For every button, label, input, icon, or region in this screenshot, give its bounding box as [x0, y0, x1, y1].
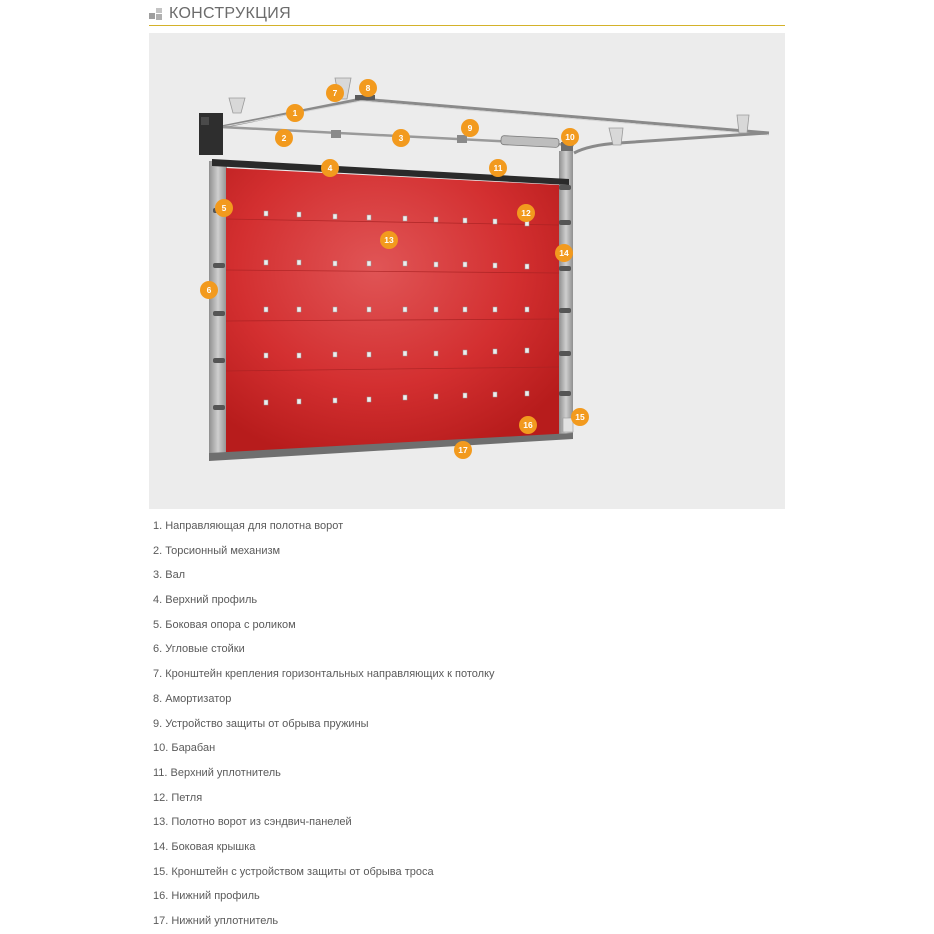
marker-13-label: 13 [384, 235, 394, 245]
marker-1-label: 1 [293, 108, 298, 118]
marker-4: 4 [321, 159, 339, 177]
legend-item: 14. Боковая крышка [153, 835, 773, 860]
grid-blocks-icon [149, 8, 163, 22]
marker-3-label: 3 [399, 133, 404, 143]
marker-9: 9 [461, 119, 479, 137]
marker-5-label: 5 [222, 203, 227, 213]
marker-7: 7 [326, 84, 344, 102]
legend-item: 9. Устройство защиты от обрыва пружины [153, 712, 773, 737]
marker-7-label: 7 [333, 88, 338, 98]
section-title: КОНСТРУКЦИЯ [169, 4, 291, 24]
legend-item: 13. Полотно ворот из сэндвич-панелей [153, 810, 773, 835]
torsion-spring [501, 136, 559, 148]
bottom-cable-bracket [563, 418, 573, 432]
legend-item: 11. Верхний уплотнитель [153, 761, 773, 786]
marker-16-label: 16 [523, 420, 533, 430]
garage-door-diagram: 1 2 3 4 5 6 7 8 9 10 11 12 13 14 15 16 1… [149, 33, 785, 509]
marker-10: 10 [561, 128, 579, 146]
header-divider [149, 25, 785, 26]
legend-item: 17. Нижний уплотнитель [153, 909, 773, 934]
marker-17: 17 [454, 441, 472, 459]
marker-17-label: 17 [458, 445, 468, 455]
marker-12: 12 [517, 204, 535, 222]
legend-item: 3. Вал [153, 563, 773, 588]
marker-15: 15 [571, 408, 589, 426]
marker-14-label: 14 [559, 248, 569, 258]
marker-4-label: 4 [328, 163, 333, 173]
legend-item: 2. Торсионный механизм [153, 539, 773, 564]
marker-13: 13 [380, 231, 398, 249]
legend-item: 5. Боковая опора с роликом [153, 613, 773, 638]
legend-item: 10. Барабан [153, 736, 773, 761]
marker-3: 3 [392, 129, 410, 147]
marker-8: 8 [359, 79, 377, 97]
legend-item: 8. Амортизатор [153, 687, 773, 712]
legend-item: 1. Направляющая для полотна ворот [153, 514, 773, 539]
marker-11-label: 11 [494, 163, 503, 173]
diagram-canvas: 1 2 3 4 5 6 7 8 9 10 11 12 13 14 15 16 1… [149, 33, 785, 509]
marker-8-label: 8 [366, 83, 371, 93]
marker-9-label: 9 [468, 123, 473, 133]
legend-item: 7. Кронштейн крепления горизонтальных на… [153, 662, 773, 687]
marker-12-label: 12 [521, 208, 531, 218]
marker-10-label: 10 [565, 132, 575, 142]
marker-6: 6 [200, 281, 218, 299]
marker-5: 5 [215, 199, 233, 217]
marker-11: 11 [489, 159, 507, 177]
marker-2: 2 [275, 129, 293, 147]
legend-item: 12. Петля [153, 786, 773, 811]
marker-6-label: 6 [207, 285, 212, 295]
legend-item: 16. Нижний профиль [153, 884, 773, 909]
legend-item: 15. Кронштейн с устройством защиты от об… [153, 860, 773, 885]
marker-2-label: 2 [282, 133, 287, 143]
door-panel [226, 168, 559, 453]
legend-item: 6. Угловые стойки [153, 637, 773, 662]
marker-14: 14 [555, 244, 573, 262]
right-horizontal-rail [574, 133, 767, 153]
marker-16: 16 [519, 416, 537, 434]
parts-legend: 1. Направляющая для полотна ворот 2. Тор… [153, 514, 773, 934]
legend-item: 4. Верхний профиль [153, 588, 773, 613]
marker-1: 1 [286, 104, 304, 122]
section-header: КОНСТРУКЦИЯ [149, 4, 785, 24]
marker-15-label: 15 [575, 412, 585, 422]
